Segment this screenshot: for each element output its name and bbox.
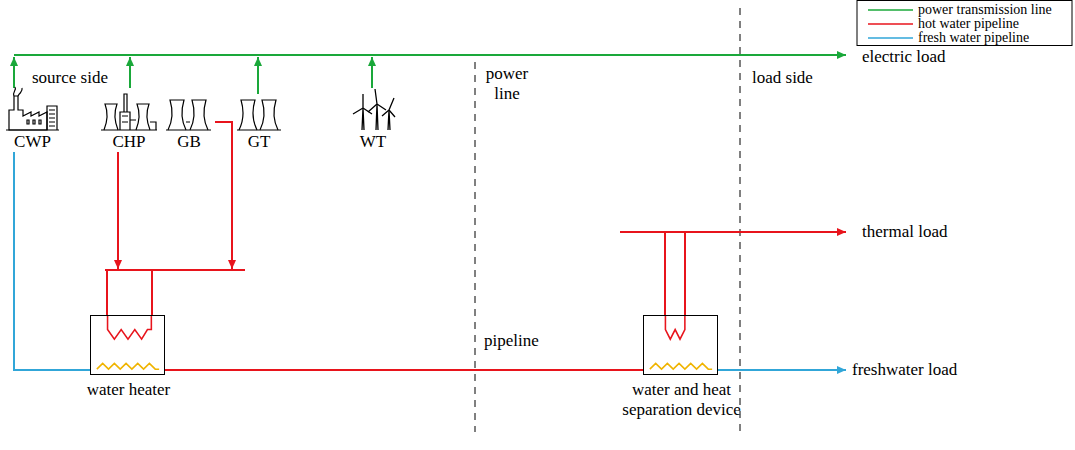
legend-frame [857, 1, 1072, 46]
source-unit: WT [348, 86, 398, 152]
hot-water-pipe [620, 231, 846, 233]
region-label: pipeline [482, 331, 541, 351]
device-box: water and heat separation device [643, 315, 718, 375]
region-label: source side [32, 68, 108, 88]
unit-label: WT [348, 132, 398, 152]
region-label: thermal load [862, 222, 947, 242]
pipe-segment [14, 152, 90, 370]
legend-text: hot water pipeline [918, 17, 1019, 31]
hot-water-pipe [664, 232, 666, 316]
legend-sample [868, 9, 913, 11]
unit-label: CHP [98, 132, 160, 152]
region-label: load side [752, 68, 813, 88]
fresh-water-pipe [718, 369, 846, 371]
unit-label: CWP [3, 132, 62, 152]
pipe-connector [152, 122, 232, 315]
unit-label: GB [163, 132, 215, 152]
boundary-line [475, 62, 476, 432]
legend-text: fresh water pipeline [918, 31, 1029, 45]
device-box: water heater [90, 315, 165, 375]
power-line [371, 57, 373, 88]
pipe-segment [107, 270, 118, 315]
source-unit: CHP [98, 86, 160, 152]
legend-sample [868, 37, 913, 39]
unit-label: GT [234, 132, 284, 152]
source-unit: CWP [3, 86, 62, 152]
source-unit: GB [163, 92, 215, 152]
region-label: electric load [862, 47, 946, 67]
boundary-line [740, 8, 741, 432]
power-line [257, 57, 259, 94]
pipe-connector [14, 152, 90, 370]
power-line [14, 54, 846, 56]
pipe-connector [165, 370, 643, 371]
hot-water-pipe [684, 232, 686, 316]
pipe-segment [152, 270, 232, 315]
legend-text: power transmission line [918, 3, 1052, 17]
power-line [13, 57, 15, 88]
pipe-connector [107, 152, 118, 315]
pipe-segment [215, 122, 232, 269]
region-label: power line [482, 64, 532, 104]
legend-sample [868, 23, 913, 25]
device-label: water and heat separation device [607, 380, 757, 420]
pipe-segment [165, 369, 643, 371]
power-line [129, 57, 131, 88]
source-unit: GT [234, 92, 284, 152]
region-label: freshwater load [852, 360, 957, 380]
pipe-segment [117, 152, 119, 269]
device-label: water heater [87, 380, 171, 400]
